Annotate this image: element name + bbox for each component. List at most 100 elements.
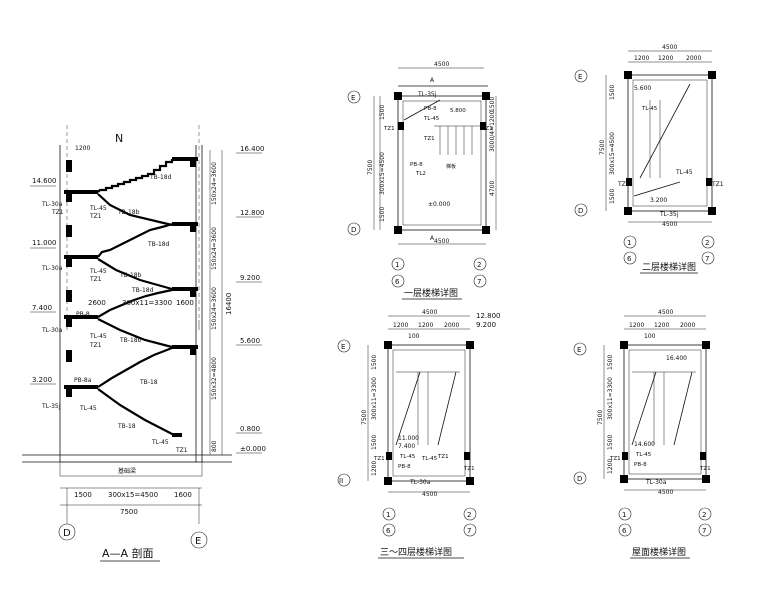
svg-text:1: 1 — [622, 511, 626, 519]
svg-text:16.400: 16.400 — [240, 145, 265, 153]
plan-third-fourth-floor: 4500 1200 1200 2000 12.800 9.200 100 11.… — [337, 309, 501, 559]
svg-text:TL-30a: TL-30a — [41, 327, 63, 334]
svg-text:1200: 1200 — [418, 322, 433, 329]
svg-text:TZ1: TZ1 — [481, 126, 493, 132]
svg-text:2600: 2600 — [88, 299, 106, 307]
svg-text:TZ1: TZ1 — [711, 181, 724, 188]
svg-text:6: 6 — [386, 527, 391, 535]
svg-text:12.800: 12.800 — [240, 209, 265, 217]
svg-text:5.600: 5.600 — [240, 337, 260, 345]
svg-text:2000: 2000 — [444, 322, 459, 329]
svg-text:14.600: 14.600 — [32, 177, 57, 185]
plan4-title: 屋面楼梯详图 — [632, 546, 686, 558]
svg-text:E: E — [341, 343, 345, 351]
elevations-left: 14.600 11.000 7.400 3.200 — [30, 177, 57, 385]
svg-text:TL-45: TL-45 — [421, 456, 438, 462]
svg-text:TZ1: TZ1 — [609, 456, 621, 462]
svg-text:7.400: 7.400 — [32, 304, 52, 312]
svg-text:TZ1: TZ1 — [617, 181, 630, 188]
svg-text:TB-18: TB-18 — [117, 423, 136, 430]
svg-text:PB-8: PB-8 — [410, 162, 423, 168]
svg-text:1: 1 — [627, 239, 631, 247]
svg-text:TZ1: TZ1 — [89, 276, 102, 283]
section-labels: 1200 TB-18d TL-45 TB-18b TZ1 TL-30a TZ1 … — [41, 145, 194, 454]
svg-text:1200: 1200 — [654, 322, 669, 329]
svg-text:TL-45: TL-45 — [89, 205, 107, 212]
svg-text:±0.000: ±0.000 — [428, 201, 450, 208]
north-label: N — [115, 132, 123, 145]
plan3-outline — [387, 344, 471, 482]
svg-text:TB-18b: TB-18b — [117, 209, 140, 216]
svg-text:6: 6 — [395, 278, 400, 286]
svg-text:12.800: 12.800 — [476, 312, 501, 320]
svg-text:TL-35j: TL-35j — [417, 91, 437, 98]
svg-text:TL-35j: TL-35j — [659, 211, 679, 218]
svg-text:5.600: 5.600 — [634, 85, 651, 92]
svg-text:7: 7 — [705, 255, 709, 263]
svg-text:PB-8: PB-8 — [398, 464, 411, 470]
svg-text:11.000: 11.000 — [32, 239, 57, 247]
svg-text:300x11=3300: 300x11=3300 — [371, 377, 378, 420]
svg-text:1: 1 — [395, 261, 399, 269]
svg-text:5.800: 5.800 — [450, 108, 466, 114]
svg-text:1500: 1500 — [371, 435, 378, 450]
svg-text:TL-45: TL-45 — [151, 439, 169, 446]
svg-text:1500: 1500 — [489, 97, 496, 112]
svg-text:1600: 1600 — [174, 491, 192, 499]
svg-text:TZ1: TZ1 — [463, 466, 475, 472]
svg-text:150x24=3600: 150x24=3600 — [211, 227, 218, 270]
svg-text:TL-30a: TL-30a — [41, 265, 63, 272]
svg-text:9.200: 9.200 — [476, 321, 496, 329]
svg-text:3.200: 3.200 — [32, 376, 52, 384]
svg-text:TL-45: TL-45 — [635, 452, 652, 458]
svg-text:1500: 1500 — [609, 189, 616, 204]
svg-text:TB-18b: TB-18b — [119, 272, 142, 279]
plan1-title: 一层楼梯详图 — [404, 287, 458, 299]
svg-text:1500: 1500 — [609, 85, 616, 100]
svg-text:1500: 1500 — [607, 435, 614, 450]
svg-text:14.600: 14.600 — [634, 441, 655, 448]
svg-text:1500: 1500 — [74, 491, 92, 499]
beam-label: 基础梁 — [118, 467, 136, 475]
svg-text:2: 2 — [477, 261, 481, 269]
svg-text:1200: 1200 — [371, 461, 378, 476]
svg-text:7.400: 7.400 — [398, 443, 415, 450]
svg-text:4500: 4500 — [434, 61, 449, 68]
svg-text:300x15=4500: 300x15=4500 — [609, 132, 616, 175]
axis-d-bubble — [58, 523, 76, 541]
svg-text:TL-45: TL-45 — [89, 333, 107, 340]
svg-text:4500: 4500 — [662, 221, 677, 228]
foundation-beam — [59, 461, 203, 477]
svg-text:1600: 1600 — [176, 299, 194, 307]
svg-text:1500: 1500 — [607, 355, 614, 370]
svg-text:TZ1: TZ1 — [51, 209, 64, 216]
svg-text:4500: 4500 — [422, 309, 437, 316]
svg-text:TZ1: TZ1 — [437, 454, 449, 460]
svg-text:100: 100 — [408, 333, 420, 340]
svg-text:1200: 1200 — [607, 459, 614, 474]
svg-text:16.400: 16.400 — [666, 355, 687, 362]
svg-text:1200: 1200 — [75, 145, 90, 152]
svg-text:TZ1: TZ1 — [89, 342, 102, 349]
axis-e-bubble — [190, 531, 208, 549]
svg-text:300x15=4500: 300x15=4500 — [379, 152, 386, 195]
plan1-outline — [397, 95, 487, 231]
svg-text:TB-18b: TB-18b — [119, 337, 142, 344]
svg-text:TZ1: TZ1 — [423, 136, 435, 142]
svg-text:2: 2 — [705, 239, 709, 247]
plan3-title: 三～四层楼梯详图 — [380, 546, 452, 558]
svg-text:1200: 1200 — [634, 55, 649, 62]
svg-text:1200: 1200 — [393, 322, 408, 329]
svg-text:2000: 2000 — [686, 55, 701, 62]
svg-text:1200: 1200 — [629, 322, 644, 329]
section-aa: N 基础梁 — [22, 125, 266, 562]
svg-text:4500: 4500 — [662, 44, 677, 51]
svg-text:6: 6 — [622, 527, 627, 535]
svg-text:E: E — [351, 94, 355, 102]
svg-text:TL-35j: TL-35j — [41, 403, 61, 410]
plan4-outline — [623, 344, 707, 480]
svg-text:E: E — [577, 346, 581, 354]
svg-text:TZ1: TZ1 — [699, 466, 711, 472]
svg-text:100: 100 — [644, 333, 656, 340]
